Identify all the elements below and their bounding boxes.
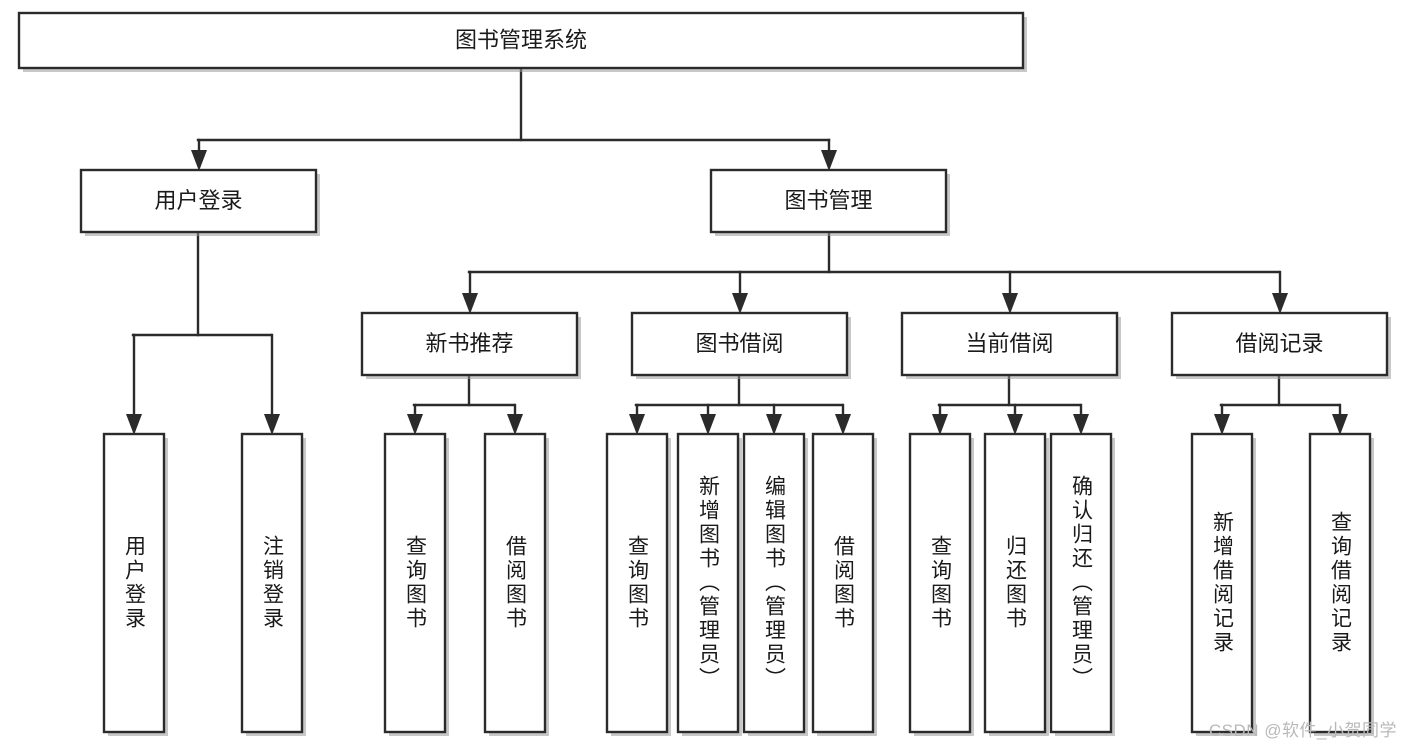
node-box-leaf-edit-book-admin[interactable] [742,432,806,734]
arrow-head-icon [629,414,645,435]
arrow-head-icon [932,414,948,435]
arrow-head-icon [191,150,207,171]
node-box-leaf-user-login[interactable] [102,432,166,734]
node-box-leaf-query-book-current[interactable] [908,432,972,734]
arrow-head-icon [1332,414,1348,435]
edge-current-borrow-to-leaf-query-book-current [932,403,948,435]
edge-book-borrow-to-leaf-edit-book-admin [766,403,782,435]
arrow-head-icon [1214,414,1230,435]
arrow-head-icon [126,414,142,435]
node-box-user-login[interactable] [79,168,318,234]
node-label-root: 图书管理系统 [455,27,587,52]
node-box-book-manage[interactable] [709,168,948,234]
arrow-head-icon [1007,414,1023,435]
node-label-book-borrow: 图书借阅 [695,331,783,356]
node-box-root[interactable] [17,11,1025,70]
arrow-head-icon [835,414,851,435]
arrow-head-icon [821,150,837,171]
node-box-leaf-user-logout[interactable] [240,432,304,734]
connector-bus-book-manage [467,230,1281,274]
arrow-head-icon [732,293,748,314]
arrow-head-icon [1073,414,1089,435]
node-box-leaf-confirm-return-admin[interactable] [1049,432,1113,734]
arrow-head-icon [407,414,423,435]
edge-user-login-to-leaf-user-login [126,333,142,435]
edge-user-login-to-leaf-user-logout [264,333,280,435]
connector-bus-user-login [131,230,273,337]
node-box-current-borrow[interactable] [900,311,1119,377]
connector-bus-book-borrow [634,373,844,407]
edge-new-book-recommend-to-leaf-borrow-book-recommend [507,403,523,435]
edge-borrow-record-to-leaf-query-borrow-record [1332,403,1348,435]
edge-book-borrow-to-leaf-add-book-admin [700,403,716,435]
node-label-new-book-recommend: 新书推荐 [425,331,513,356]
connector-bus-borrow-record [1219,373,1341,407]
arrow-head-icon [507,414,523,435]
node-box-leaf-borrow-book-recommend[interactable] [483,432,547,734]
boxes-layer [17,11,1391,736]
node-box-leaf-query-book-recommend[interactable] [383,432,447,734]
node-label-borrow-record: 借阅记录 [1235,331,1323,356]
edge-root-to-user-login [191,138,207,171]
arrow-head-icon [766,414,782,435]
edge-book-borrow-to-leaf-borrow-book [835,403,851,435]
node-box-leaf-borrow-book[interactable] [811,432,875,734]
node-label-current-borrow: 当前借阅 [965,331,1053,356]
edge-book-manage-to-book-borrow [732,270,748,314]
edge-book-borrow-to-leaf-query-book-borrow [629,403,645,435]
connectors-layer [126,66,1348,435]
edge-borrow-record-to-leaf-add-borrow-record [1214,403,1230,435]
edge-current-borrow-to-leaf-confirm-return-admin [1073,403,1089,435]
arrow-head-icon [264,414,280,435]
edge-current-borrow-to-leaf-return-book [1007,403,1023,435]
edge-book-manage-to-current-borrow [1002,270,1018,314]
node-box-leaf-add-book-admin[interactable] [676,432,740,734]
connector-bus-new-book [412,373,516,407]
csdn-watermark: CSDN @软件_小贺同学 [1208,721,1397,740]
arrow-head-icon [1002,293,1018,314]
node-box-leaf-add-borrow-record[interactable] [1190,432,1254,734]
edge-root-to-book-manage [821,138,837,171]
node-box-leaf-query-borrow-record[interactable] [1308,432,1372,734]
node-box-new-book-recommend[interactable] [360,311,579,377]
edge-book-manage-to-borrow-record [1272,270,1288,314]
connector-bus-current-borrow [937,373,1082,407]
node-label-user-login: 用户登录 [154,188,242,213]
node-box-book-borrow[interactable] [630,311,849,377]
node-box-leaf-return-book[interactable] [983,432,1047,734]
node-box-leaf-query-book-borrow[interactable] [605,432,669,734]
connector-bus-root [196,66,831,142]
edge-book-manage-to-new-book-recommend [462,270,478,314]
node-label-book-manage: 图书管理 [784,188,872,213]
arrow-head-icon [462,293,478,314]
edge-new-book-recommend-to-leaf-query-book-recommend [407,403,423,435]
arrow-head-icon [700,414,716,435]
node-box-borrow-record[interactable] [1170,311,1389,377]
arrow-head-icon [1272,293,1288,314]
